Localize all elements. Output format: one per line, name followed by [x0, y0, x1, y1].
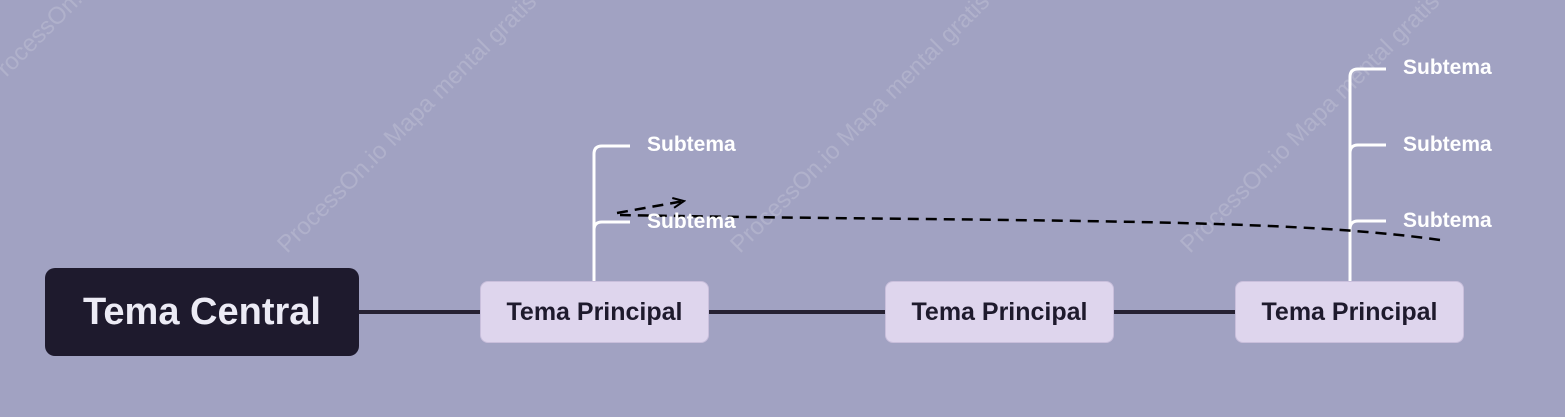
subtopic-3-1[interactable]: Subtema	[1403, 56, 1492, 79]
main-topic-3[interactable]: Tema Principal	[1235, 281, 1464, 343]
relation-arrow	[616, 201, 684, 215]
subtopic-3-2[interactable]: Subtema	[1403, 133, 1492, 156]
main-topic-2[interactable]: Tema Principal	[885, 281, 1114, 343]
branch-main-3	[1348, 67, 1386, 281]
subtopic-3-3[interactable]: Subtema	[1403, 209, 1492, 232]
subtopic-1-2[interactable]: Subtema	[647, 210, 736, 233]
subtopic-1-1[interactable]: Subtema	[647, 133, 736, 156]
relation-line	[619, 213, 1441, 242]
central-topic[interactable]: Tema Central	[45, 268, 359, 356]
main-topic-1[interactable]: Tema Principal	[480, 281, 709, 343]
branch-main-1	[592, 144, 630, 281]
